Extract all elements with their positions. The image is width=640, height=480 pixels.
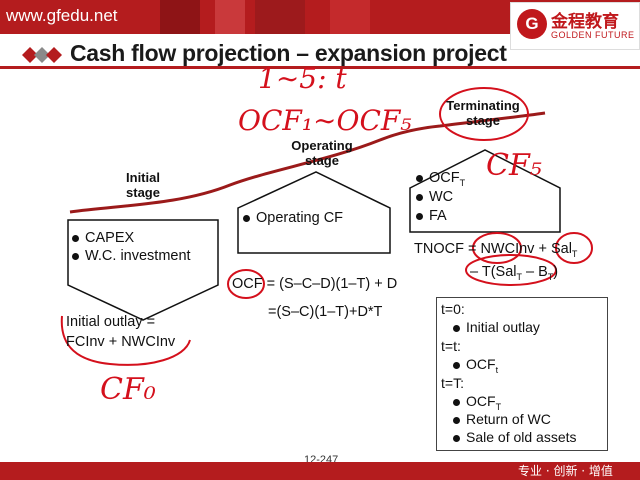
bullet-icon [453, 434, 460, 442]
initial-outlay-formula-line2: FCInv + NWCInv [66, 334, 176, 350]
banner-block [215, 0, 245, 34]
list-item: Sale of old assets [453, 429, 577, 445]
timeline-t0: t=0: [441, 301, 465, 317]
timeline-box: t=0: Initial outlay t=t: OCFt t=T: OCFT … [436, 297, 608, 451]
logo-mark: G [517, 9, 547, 39]
bullet-icon [453, 398, 460, 406]
timeline-tt: t=t: [441, 338, 461, 354]
handwritten-period: 1∼5: t [258, 62, 347, 95]
operating-stage-label: Operating stage [291, 138, 353, 168]
slide-title: Cash flow projection – expansion project [70, 40, 507, 66]
terminating-stage-label: Terminating stage [446, 98, 520, 128]
handwriting-marks [60, 87, 593, 366]
list-item: Return of WC [453, 411, 551, 427]
bullet-icon [72, 252, 79, 260]
list-item: OCFT [453, 393, 501, 412]
initial-stage-label: Initial stage [126, 170, 160, 200]
list-item: FA [416, 208, 447, 224]
logo-chinese-text: 金程教育 [551, 12, 619, 32]
list-item: CAPEX [72, 230, 134, 246]
footer-slogan: 专业 · 创新 · 增值 [518, 464, 613, 478]
handwritten-cf5: CF₅ [486, 148, 542, 183]
operating-stage-box [237, 171, 391, 254]
ocf-formula-line2: =(S–C)(1–T)+D*T [268, 304, 383, 320]
banner-block [160, 0, 200, 34]
bullet-icon [416, 174, 423, 182]
bullet-icon [453, 361, 460, 369]
list-item: W.C. investment [72, 248, 191, 264]
tnocf-formula-line2: – T(SalT – BT) [470, 264, 559, 282]
list-item: WC [416, 189, 453, 205]
list-item: Initial outlay [453, 319, 540, 335]
initial-outlay-formula: Initial outlay = [66, 314, 156, 330]
site-url[interactable]: www.gfedu.net [6, 6, 118, 25]
stage-connector-line [69, 111, 546, 214]
tnocf-formula: TNOCF = NWCInv + SalT [414, 241, 578, 259]
bullet-icon [453, 324, 460, 332]
logo-english-text: GOLDEN FUTURE [551, 30, 635, 40]
list-item: OCFT [416, 170, 465, 188]
bullet-icon [243, 214, 250, 222]
ocf-formula: OCF = (S–C–D)(1–T) + D [232, 276, 398, 292]
diamond-bullets-icon [22, 47, 62, 63]
company-logo: G 金程教育 GOLDEN FUTURE [510, 2, 640, 50]
bullet-icon [453, 416, 460, 424]
terminating-stage-box [409, 149, 561, 233]
footer-bar [0, 462, 640, 480]
initial-stage-box [67, 219, 219, 321]
banner-block [330, 0, 370, 34]
handwritten-ocf-range: OCF₁∼OCF₅ [238, 104, 412, 137]
banner-block [255, 0, 305, 34]
list-item: OCFt [453, 356, 498, 375]
bullet-icon [416, 193, 423, 201]
bullet-icon [72, 234, 79, 242]
timeline-tT: t=T: [441, 375, 464, 391]
title-divider [0, 66, 640, 69]
bullet-icon [416, 212, 423, 220]
handwritten-cf0: CF₀ [100, 372, 156, 407]
list-item: Operating CF [243, 210, 343, 226]
